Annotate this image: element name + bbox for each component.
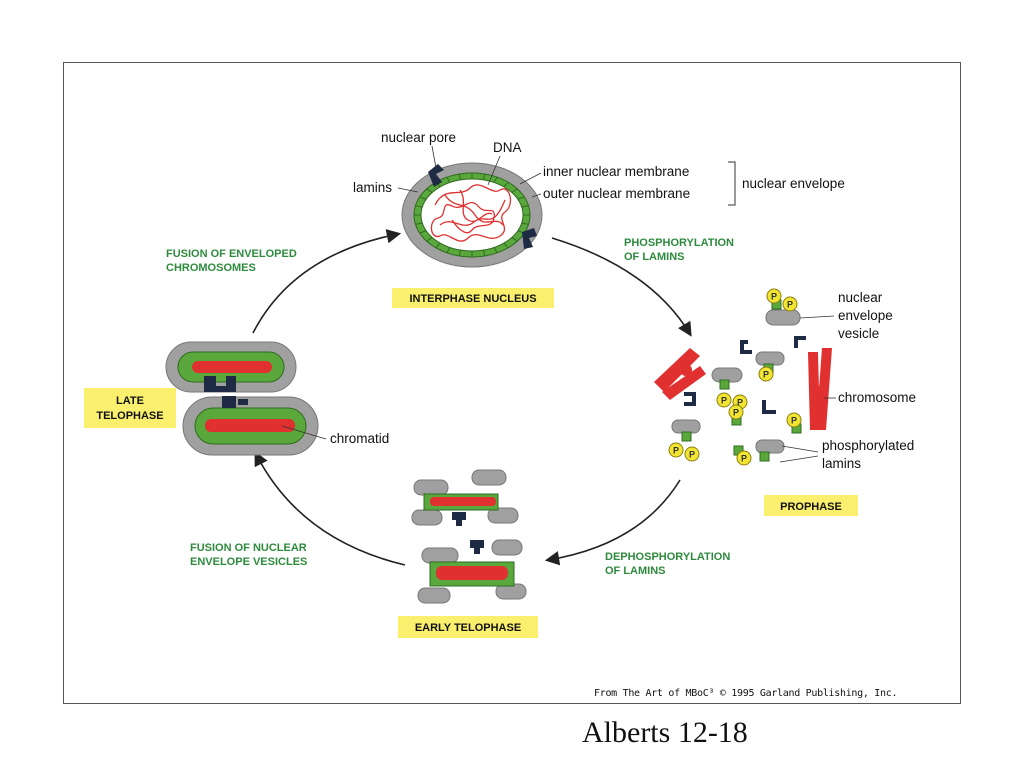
phosphate-label: P [689,450,695,460]
phosphate-label: P [721,396,727,406]
nuclear-pore [428,164,444,187]
label-inner-nuclear-membrane: inner nuclear membrane [543,164,689,179]
phosphate-group [766,288,782,304]
figure-caption: Alberts 12-18 [582,716,748,749]
phosphate-label: P [771,292,777,302]
phosphate-group [758,366,774,382]
arrow-early-telophase-to-late-telophase [254,451,406,566]
label-outer-nuclear-membrane: outer nuclear membrane [543,186,690,201]
phosphate-group [782,296,798,312]
label-lamins: lamins [353,180,392,195]
lamin-subunit [719,379,730,390]
phosphate-label: P [741,454,747,464]
stage-early-telophase: EARLY TELOPHASE [415,622,521,634]
late-telophase-nucleus-top [165,341,297,393]
arrow-late-telophase-to-interphase [252,229,402,334]
phosphate-group [786,412,802,428]
nuclear-pore [204,376,236,392]
process-dephosphorylation-of-lamins-2: OF LAMINS [605,565,666,577]
label-chromosome: chromosome [838,390,916,405]
phosphate-label: P [787,300,793,310]
lamin-subunit [681,431,692,442]
process-dephosphorylation-of-lamins: DEPHOSPHORYLATION [605,551,730,563]
label-nuclear-envelope-vesicle-1: nuclear [838,290,883,305]
label-nuclear-envelope-vesicle-2: envelope [838,308,893,323]
stage-box-prophase [764,495,858,516]
process-fusion-of-nuclear-envelope-vesicles-2: ENVELOPE VESICLES [190,556,307,568]
label-phosphorylated: phosphorylated [822,438,914,453]
process-fusion-of-nuclear-envelope-vesicles: FUSION OF NUCLEAR [190,542,307,554]
stage-box-interphase [392,288,554,308]
stage-interphase-nucleus: INTERPHASE NUCLEUS [409,293,536,305]
lamin-subunit [759,451,770,462]
early-telophase-cluster-bottom [417,539,527,604]
stage-late-telophase-2: TELOPHASE [96,410,163,422]
label-chromatid: chromatid [330,431,389,446]
nuclear-envelope-vesicles [671,309,801,454]
label-nuclear-pore: nuclear pore [381,130,456,145]
phosphate-group [684,446,700,462]
process-fusion-enveloped-chromosomes-2: CHROMOSOMES [166,262,256,274]
prophase-chromosome-left [654,348,706,400]
arrow-interphase-to-prophase [551,237,692,337]
nuclear-pore [222,396,248,408]
phosphate-label: P [737,398,743,408]
label-nuclear-envelope-vesicle-3: vesicle [838,326,879,341]
stage-box-late-telophase [84,388,176,428]
phosphate-group [668,442,684,458]
early-telophase-cluster-top [411,469,519,526]
phosphate-label: P [733,408,739,418]
stage-prophase: PROPHASE [780,501,842,513]
late-telophase-nucleus-bottom [182,396,319,456]
label-phosphorylated-lamins: lamins [822,456,861,471]
phosphate-group [736,450,752,466]
process-fusion-enveloped-chromosomes: FUSION OF ENVELOPED [166,248,297,260]
phosphate-group [728,404,744,420]
arrow-prophase-to-early-telophase [544,479,681,566]
stage-late-telophase: LATE [116,395,144,407]
process-phosphorylation-of-lamins-2: OF LAMINS [624,251,685,263]
stage-box-early-telophase [398,616,538,638]
phosphate-group [716,392,732,408]
phosphate-label: P [791,416,797,426]
interphase-nucleus [401,162,543,268]
prophase-chromosome-right [808,348,832,430]
label-nuclear-envelope: nuclear envelope [742,176,845,191]
dna-tangle [430,184,512,242]
process-phosphorylation-of-lamins: PHOSPHORYLATION [624,237,734,249]
phosphate-label: P [673,446,679,456]
phosphate-label: P [763,370,769,380]
nuclear-pore [522,228,537,249]
free-nuclear-pores [684,336,806,414]
credit-line: From The Art of MBoC³ © 1995 Garland Pub… [594,688,898,699]
label-dna: DNA [493,140,522,155]
